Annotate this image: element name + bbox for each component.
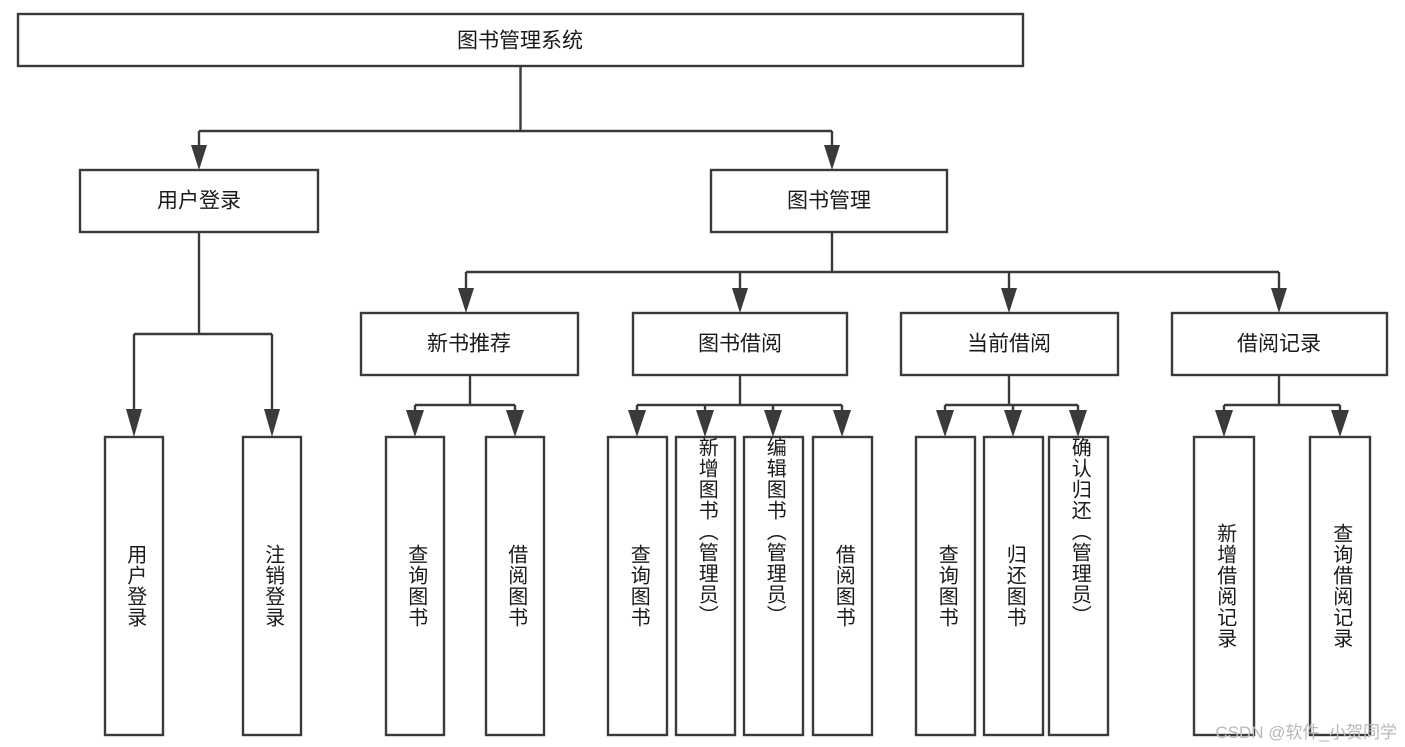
arrow-head-bb-leaf-2: [696, 410, 714, 437]
arrow-head-bb-leaf-1: [628, 410, 646, 437]
arrow-head-bb-leaf-4: [833, 410, 851, 437]
arrow-head-user-login: [191, 145, 207, 170]
leaf-br-add-record-box[interactable]: [1192, 435, 1256, 737]
arrow-head-bb-leaf-3: [764, 410, 782, 437]
leaf-br-query-record-box[interactable]: [1308, 435, 1372, 737]
arrow-head-br-leaf-2: [1331, 410, 1349, 437]
leaf-user-login-box[interactable]: [103, 435, 165, 737]
leaf-nb-borrow-book-box[interactable]: [484, 435, 546, 737]
node-current-borrow-box[interactable]: [899, 311, 1120, 377]
node-current-borrow-label: 当前借阅: [967, 333, 1051, 356]
leaf-logout-box[interactable]: [241, 435, 303, 737]
arrow-head-cb-leaf-3: [1069, 410, 1087, 437]
node-borrow-record-label: 借阅记录: [1237, 333, 1321, 356]
arrow-head-current-borrow: [1001, 288, 1017, 313]
leaf-cb-query-book-box[interactable]: [914, 435, 977, 737]
connector-layer: [126, 66, 1349, 437]
node-new-book-recommend-box[interactable]: [359, 311, 580, 377]
arrow-head-cb-leaf-2: [1004, 410, 1022, 437]
leaf-cb-confirm-return-box[interactable]: [1047, 435, 1110, 737]
arrow-head-nb-leaf-2: [506, 410, 524, 437]
arrow-head-nb-leaf-1: [406, 410, 424, 437]
node-book-management-box[interactable]: [709, 168, 949, 234]
node-new-book-recommend-label: 新书推荐: [427, 333, 511, 356]
node-user-login-box[interactable]: [78, 168, 320, 234]
leaf-bb-borrow-book-box[interactable]: [811, 435, 874, 737]
node-layer: 图书管理系统 用户登录 图书管理 新书推荐 图书借阅 当前借阅 借阅记录: [16, 12, 1389, 737]
arrow-head-new-book: [458, 288, 474, 313]
node-user-login-label: 用户登录: [157, 190, 241, 213]
leaf-bb-add-book-box[interactable]: [674, 435, 737, 737]
leaf-bb-edit-book-box[interactable]: [742, 435, 805, 737]
arrow-head-book-mgmt: [824, 145, 840, 170]
leaf-bb-query-book-box[interactable]: [606, 435, 669, 737]
arrow-head-cb-leaf-1: [936, 410, 954, 437]
node-root-label: 图书管理系统: [457, 30, 583, 53]
node-borrow-record-box[interactable]: [1170, 311, 1389, 377]
arrow-head-br-leaf-1: [1215, 410, 1233, 437]
arrow-head-leaf-user-login: [126, 409, 142, 437]
csdn-watermark: CSDN @软件_小贺同学: [1215, 723, 1397, 742]
node-book-borrow-label: 图书借阅: [698, 333, 782, 356]
node-root-box[interactable]: [16, 12, 1025, 68]
node-book-borrow-box[interactable]: [631, 311, 849, 377]
leaf-nb-query-book-box[interactable]: [384, 435, 446, 737]
arrow-head-book-borrow: [732, 288, 748, 313]
arrow-head-leaf-logout: [264, 409, 280, 437]
leaf-cb-return-book-box[interactable]: [982, 435, 1045, 737]
node-book-management-label: 图书管理: [787, 190, 871, 213]
arrow-head-borrow-record: [1271, 288, 1287, 313]
